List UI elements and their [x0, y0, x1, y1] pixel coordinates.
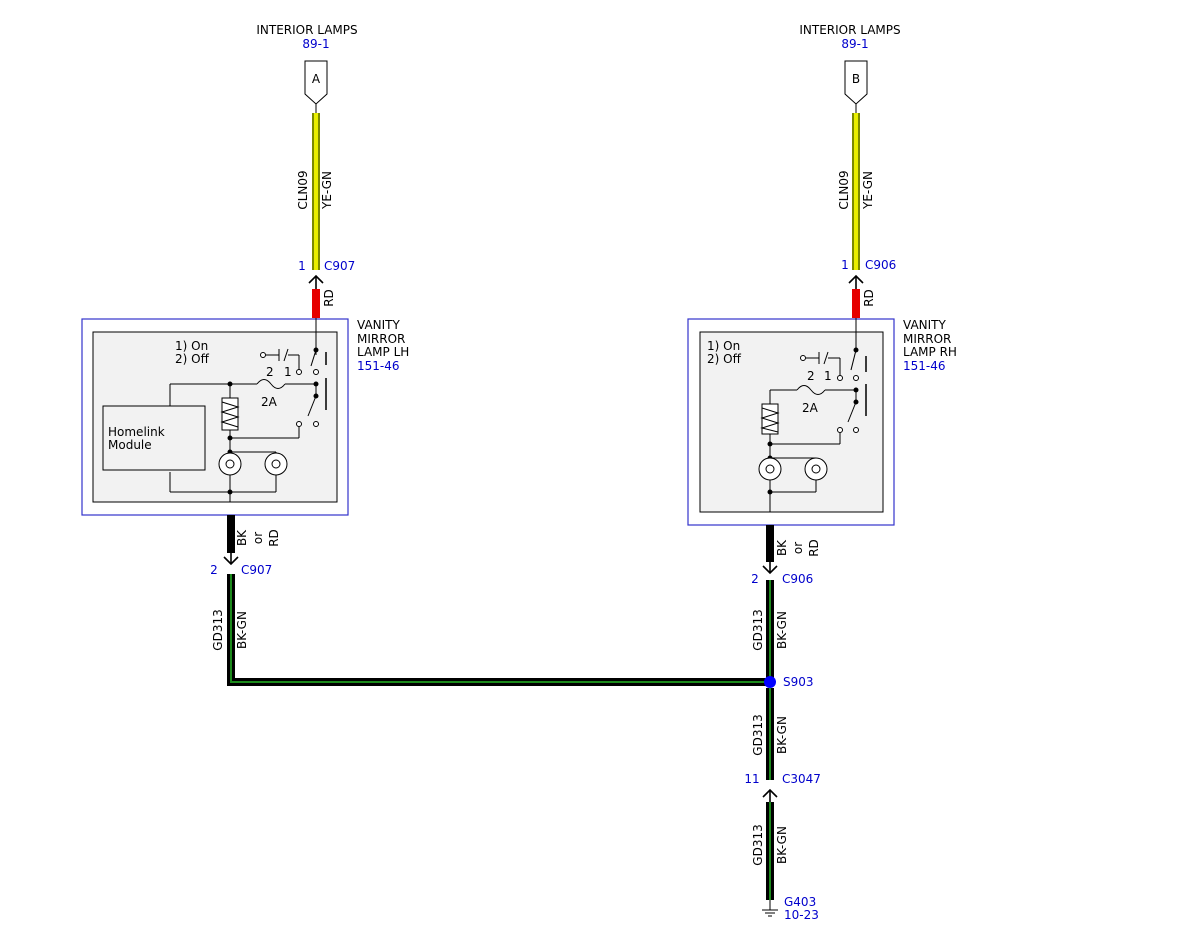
- source-interior-lamps-a: INTERIOR LAMPS 89-1 A: [256, 23, 358, 105]
- vanity-mirror-lamp-lh[interactable]: VANITY MIRROR LAMP LH 151-46 1) On 2) Of…: [81, 318, 409, 516]
- vanity-mirror-lamp-rh[interactable]: VANITY MIRROR LAMP RH 151-46 1) On 2) Of…: [687, 318, 957, 526]
- pin-number: 1: [841, 258, 849, 272]
- circuit-label: GD313: [751, 714, 765, 755]
- module-name-line-3: LAMP LH: [357, 345, 409, 359]
- ground-ref[interactable]: 10-23: [784, 908, 819, 922]
- mode-on: 1) On: [175, 339, 208, 353]
- ground-id: G403: [784, 895, 816, 909]
- connector-flag-letter: B: [852, 72, 860, 86]
- mode-off: 2) Off: [707, 352, 742, 366]
- mode-on: 1) On: [707, 339, 740, 353]
- pin-number: 2: [210, 563, 218, 577]
- splice-dot[interactable]: [764, 676, 776, 688]
- module-name-line-1: VANITY: [357, 318, 400, 332]
- wire-color-line-3: RD: [807, 539, 821, 557]
- circuit-label: GD313: [211, 609, 225, 650]
- circuit-label: CLN09: [296, 170, 310, 209]
- source-title: INTERIOR LAMPS: [799, 23, 900, 37]
- module-name-line-2: MIRROR: [357, 332, 405, 346]
- module-name-line-2: MIRROR: [903, 332, 951, 346]
- wire-color-line-1: BK: [235, 529, 249, 546]
- homelink-label-2: Module: [108, 438, 152, 452]
- wire-color-label: BK-GN: [775, 716, 789, 754]
- connector-c907-bottom[interactable]: 2 C907: [210, 553, 272, 577]
- wire-color-label: RD: [862, 289, 876, 307]
- wire-bk[interactable]: [227, 515, 235, 553]
- wire-cln09-left: CLN09 YE-GN: [296, 104, 334, 270]
- module-circuit: [758, 318, 867, 512]
- source-ref[interactable]: 89-1: [841, 37, 868, 51]
- wire-color-label: YE-GN: [861, 171, 875, 210]
- homelink-label-1: Homelink: [108, 425, 165, 439]
- switch-pos-1: 1: [824, 369, 832, 383]
- connector-c906-bottom[interactable]: 2 C906: [751, 562, 813, 586]
- source-title: INTERIOR LAMPS: [256, 23, 357, 37]
- connector-id: C907: [241, 563, 272, 577]
- connector-id: C907: [324, 259, 355, 273]
- wire-color-line-2: or: [791, 542, 805, 554]
- wire-color-line-1: BK: [775, 539, 789, 556]
- module-ref[interactable]: 151-46: [903, 359, 946, 373]
- connector-c906-top[interactable]: 1 C906: [841, 258, 896, 289]
- wire-ye-gn-stripe: [854, 113, 858, 270]
- wire-color-label: RD: [322, 289, 336, 307]
- module-circuit: [169, 318, 327, 502]
- wire-gd313-right-upper[interactable]: GD313 BK-GN: [751, 580, 789, 682]
- module-ref[interactable]: 151-46: [357, 359, 400, 373]
- splice-id: S903: [783, 675, 814, 689]
- wire-color-line-3: RD: [267, 529, 281, 547]
- switch-pos-2: 2: [266, 365, 274, 379]
- switch-pos-1: 1: [284, 365, 292, 379]
- pin-number: 11: [744, 772, 759, 786]
- connector-flag-a[interactable]: [304, 60, 328, 105]
- connector-flag-letter: A: [312, 72, 321, 86]
- connector-flag-b[interactable]: [844, 60, 868, 105]
- wire-rd[interactable]: [312, 289, 320, 318]
- wire-gd313-left[interactable]: GD313 BK-GN: [211, 574, 770, 686]
- wire-gd313-right-low[interactable]: GD313 BK-GN: [751, 802, 789, 900]
- splice-s903[interactable]: S903: [764, 675, 814, 689]
- wire-bk-or-rd-left: BK or RD: [227, 515, 281, 553]
- connector-id: C906: [782, 572, 813, 586]
- fuse-rating: 2A: [261, 395, 278, 409]
- connector-c907-top[interactable]: 1 C907: [298, 259, 355, 289]
- module-name-line-1: VANITY: [903, 318, 946, 332]
- switch-pos-2: 2: [807, 369, 815, 383]
- circuit-label: CLN09: [837, 170, 851, 209]
- pin-number: 2: [751, 572, 759, 586]
- wire-color-line-2: or: [251, 532, 265, 544]
- wire-rd-right: RD: [852, 289, 876, 318]
- wire-color-label: BK-GN: [775, 611, 789, 649]
- wire-color-label: BK-GN: [775, 826, 789, 864]
- source-ref[interactable]: 89-1: [302, 37, 329, 51]
- ground-g403[interactable]: G403 10-23: [762, 895, 819, 922]
- circuit-label: GD313: [751, 609, 765, 650]
- fuse-rating: 2A: [802, 401, 819, 415]
- homelink-module[interactable]: [102, 405, 206, 471]
- connector-id: C906: [865, 258, 896, 272]
- wire-cln09-right: CLN09 YE-GN: [837, 104, 875, 270]
- wire-gd313-right-mid[interactable]: GD313 BK-GN: [751, 688, 789, 780]
- wire-color-label: YE-GN: [320, 171, 334, 210]
- connector-c3047[interactable]: 11 C3047: [744, 772, 821, 802]
- connector-id: C3047: [782, 772, 821, 786]
- pin-number: 1: [298, 259, 306, 273]
- wire-bk[interactable]: [766, 525, 774, 562]
- wire-color-label: BK-GN: [235, 611, 249, 649]
- circuit-label: GD313: [751, 824, 765, 865]
- wire-bk-or-rd-right: BK or RD: [766, 525, 821, 562]
- module-name-line-3: LAMP RH: [903, 345, 957, 359]
- source-interior-lamps-b: INTERIOR LAMPS 89-1 B: [799, 23, 901, 105]
- wire-rd-left: RD: [312, 289, 336, 318]
- wire-ye-gn-stripe: [314, 113, 318, 270]
- ground-icon: [762, 909, 778, 917]
- mode-off: 2) Off: [175, 352, 210, 366]
- wire-rd[interactable]: [852, 289, 860, 318]
